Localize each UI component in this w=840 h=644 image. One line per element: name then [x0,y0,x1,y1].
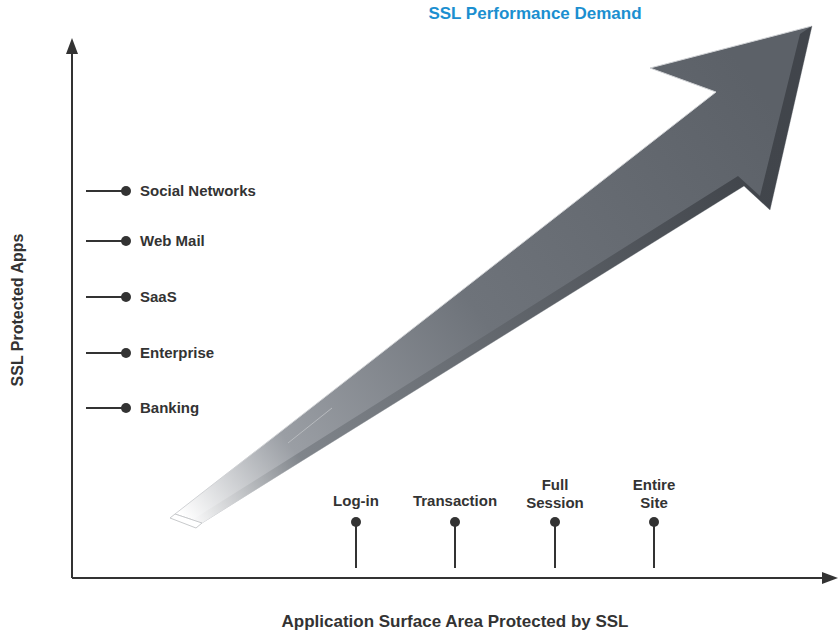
tick-label: Transaction [413,492,497,510]
chart-title: SSL Performance Demand [428,4,641,24]
tick-label: Enterprise [140,344,214,362]
demand-arrow [170,26,812,528]
axis-label: SSL Protected Apps [8,234,27,387]
tick-label: Entire Site [624,476,684,512]
x-ticks [351,517,659,568]
axis-label: Application Surface Area Protected by SS… [281,612,628,632]
y-ticks [86,186,131,413]
tick-label: Log-in [333,492,379,510]
tick-label: Full Session [522,476,588,512]
tick-label: Banking [140,399,199,417]
tick-label: SaaS [140,288,177,306]
tick-label: Social Networks [140,182,256,200]
tick-label: Web Mail [140,232,205,250]
